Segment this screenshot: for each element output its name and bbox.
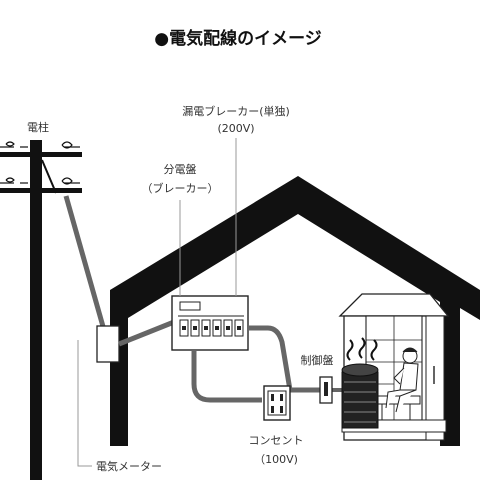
label-control: 制御盤 bbox=[301, 353, 334, 367]
label-outlet-voltage: （100V) bbox=[254, 453, 298, 466]
wire-meter-panel bbox=[118, 319, 175, 347]
service-wire bbox=[63, 195, 107, 331]
distribution-panel-icon bbox=[171, 295, 249, 351]
label-meter: 電気メーター bbox=[96, 459, 162, 473]
label-breaker-main: 漏電ブレーカー(単独) bbox=[182, 104, 290, 118]
steam-icon bbox=[346, 337, 378, 361]
house-outline bbox=[110, 176, 480, 446]
label-panel: 分電盤 bbox=[164, 163, 197, 176]
label-breaker-voltage: (200V) bbox=[217, 122, 254, 135]
control-panel-icon bbox=[319, 376, 333, 404]
utility-pole-icon bbox=[0, 140, 82, 480]
label-pole: 電柱 bbox=[27, 120, 49, 134]
label-outlet: コンセント bbox=[249, 434, 304, 447]
leader-lines bbox=[77, 138, 237, 467]
outlet-icon bbox=[263, 385, 291, 421]
meter-box-icon bbox=[96, 325, 120, 363]
diagram-title: ●電気配線のイメージ bbox=[154, 28, 322, 49]
wire-panel-outlet bbox=[191, 350, 262, 403]
sauna-room-icon bbox=[338, 293, 450, 441]
wire-panel-control bbox=[248, 325, 320, 393]
person-icon bbox=[385, 347, 419, 413]
label-panel-sub: （ブレーカー） bbox=[142, 181, 219, 195]
